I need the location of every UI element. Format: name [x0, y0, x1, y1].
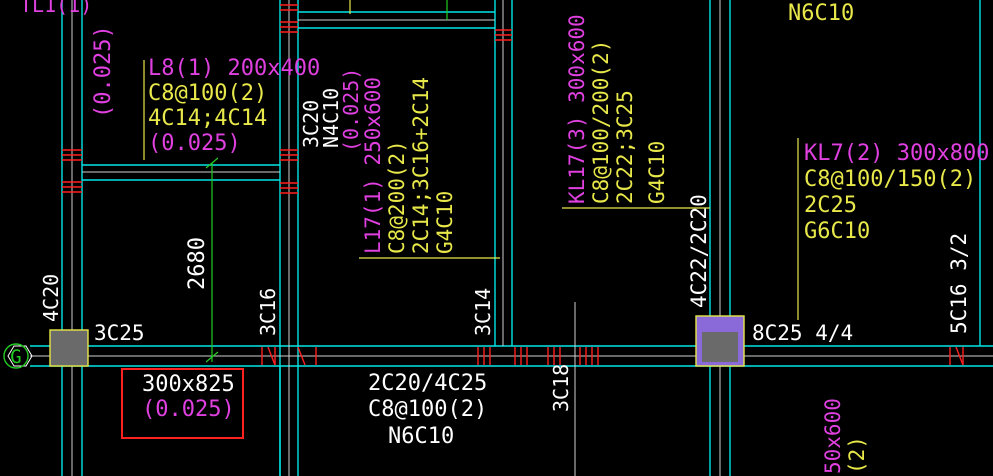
kl7-annotation[interactable]: KL7(2) 300x800 C8@100/150(2) 2C25 G6C10	[804, 141, 989, 244]
left-elevation: (0.025)	[91, 25, 116, 118]
rebar-marks	[62, 4, 964, 366]
leader-lines	[143, 0, 799, 320]
kl7-side: G6C10	[804, 219, 870, 244]
kl7-top: 2C25	[804, 193, 857, 218]
bottom-left-elev: (0.025)	[142, 397, 235, 422]
bottom-mid-stirrup: C8@100(2)	[368, 397, 487, 422]
mid-stack-a: 3C20	[299, 100, 323, 148]
right-5c16: 5C16 3/2	[947, 233, 971, 334]
l17-name: L17(1) 250x600	[361, 77, 385, 254]
l8-bars: 4C14;4C14	[148, 106, 267, 131]
kl7-name: KL7(2) 300x800	[804, 141, 989, 166]
grid-bubble-label: G	[10, 346, 21, 368]
bottom-mid-annotation[interactable]: 2C20/4C25 C8@100(2) N6C10	[368, 371, 487, 449]
column-3c25: 3C25	[94, 321, 145, 345]
rebar-mark-3c14-beam-top	[495, 29, 512, 41]
mid-stack-annotation[interactable]: 3C20 N4C10 (0.025)	[299, 68, 363, 152]
bottom-left-size: 300x825	[142, 372, 235, 397]
beam-lines	[30, 0, 993, 476]
l8-stirrup: C8@100(2)	[148, 81, 267, 106]
bottom-right-extra: (2)	[845, 436, 869, 474]
kl17-bars: 2C22;3C25	[613, 90, 637, 204]
kl17-annotation[interactable]: KL17(3) 300x600 C8@100/200(2) 2C22;3C25 …	[565, 14, 669, 204]
span-3c16: 3C16	[256, 288, 280, 336]
l17-bars: 2C14;3C16+2C14	[409, 77, 433, 254]
dimension-2680	[205, 157, 219, 363]
rebar-mark-3c16-beam-top	[280, 4, 298, 33]
support-4c22-2c20: 4C22/2C20	[687, 194, 711, 308]
bottom-right-size: 50x600	[821, 398, 845, 474]
top-left-fragment: TL1(1)	[20, 0, 92, 17]
top-right-n6c10: N6C10	[788, 1, 854, 26]
kl17-name: KL17(3) 300x600	[565, 14, 589, 204]
rebar-mark-3c16-beam-mid	[280, 149, 298, 194]
kl17-stirrup: C8@100/200(2)	[589, 40, 613, 204]
mid-stack-b: N4C10	[319, 88, 343, 148]
rebar-mark-left-column-b	[62, 181, 82, 193]
bottom-mid-side: N6C10	[388, 424, 454, 449]
axis-lines	[30, 0, 993, 476]
rebar-mark-main-beam	[261, 346, 964, 366]
l17-annotation[interactable]: L17(1) 250x600 C8@200(2) 2C14;3C16+2C14 …	[361, 77, 457, 254]
mid-stack-c: (0.025)	[339, 68, 363, 152]
rebar-mark-left-column-a	[62, 149, 82, 161]
column-8c25: 8C25 4/4	[752, 321, 853, 345]
l8-annotation[interactable]: L8(1) 200x400 C8@100(2) 4C14;4C14 (0.025…	[148, 56, 320, 156]
l17-stirrup: C8@200(2)	[385, 140, 409, 254]
bottom-left-annotation[interactable]: 300x825 (0.025)	[142, 372, 235, 422]
left-column-rebar: 4C20	[39, 274, 63, 322]
span-3c14: 3C14	[471, 288, 495, 336]
bottom-3c18: 3C18	[549, 364, 573, 412]
grid-bubble-g[interactable]: G	[3, 343, 33, 369]
column-right-highlighted[interactable]	[695, 315, 745, 367]
l17-side: G4C10	[433, 191, 457, 254]
selection-box[interactable]	[121, 368, 244, 439]
bottom-mid-bars: 2C20/4C25	[368, 371, 487, 396]
kl7-stirrup: C8@100/150(2)	[804, 167, 976, 192]
l8-name: L8(1) 200x400	[148, 56, 320, 81]
dimension-2680-text: 2680	[185, 237, 210, 290]
column-left[interactable]	[49, 329, 89, 367]
l8-elevation: (0.025)	[148, 131, 241, 156]
kl17-side: G4C10	[645, 141, 669, 204]
